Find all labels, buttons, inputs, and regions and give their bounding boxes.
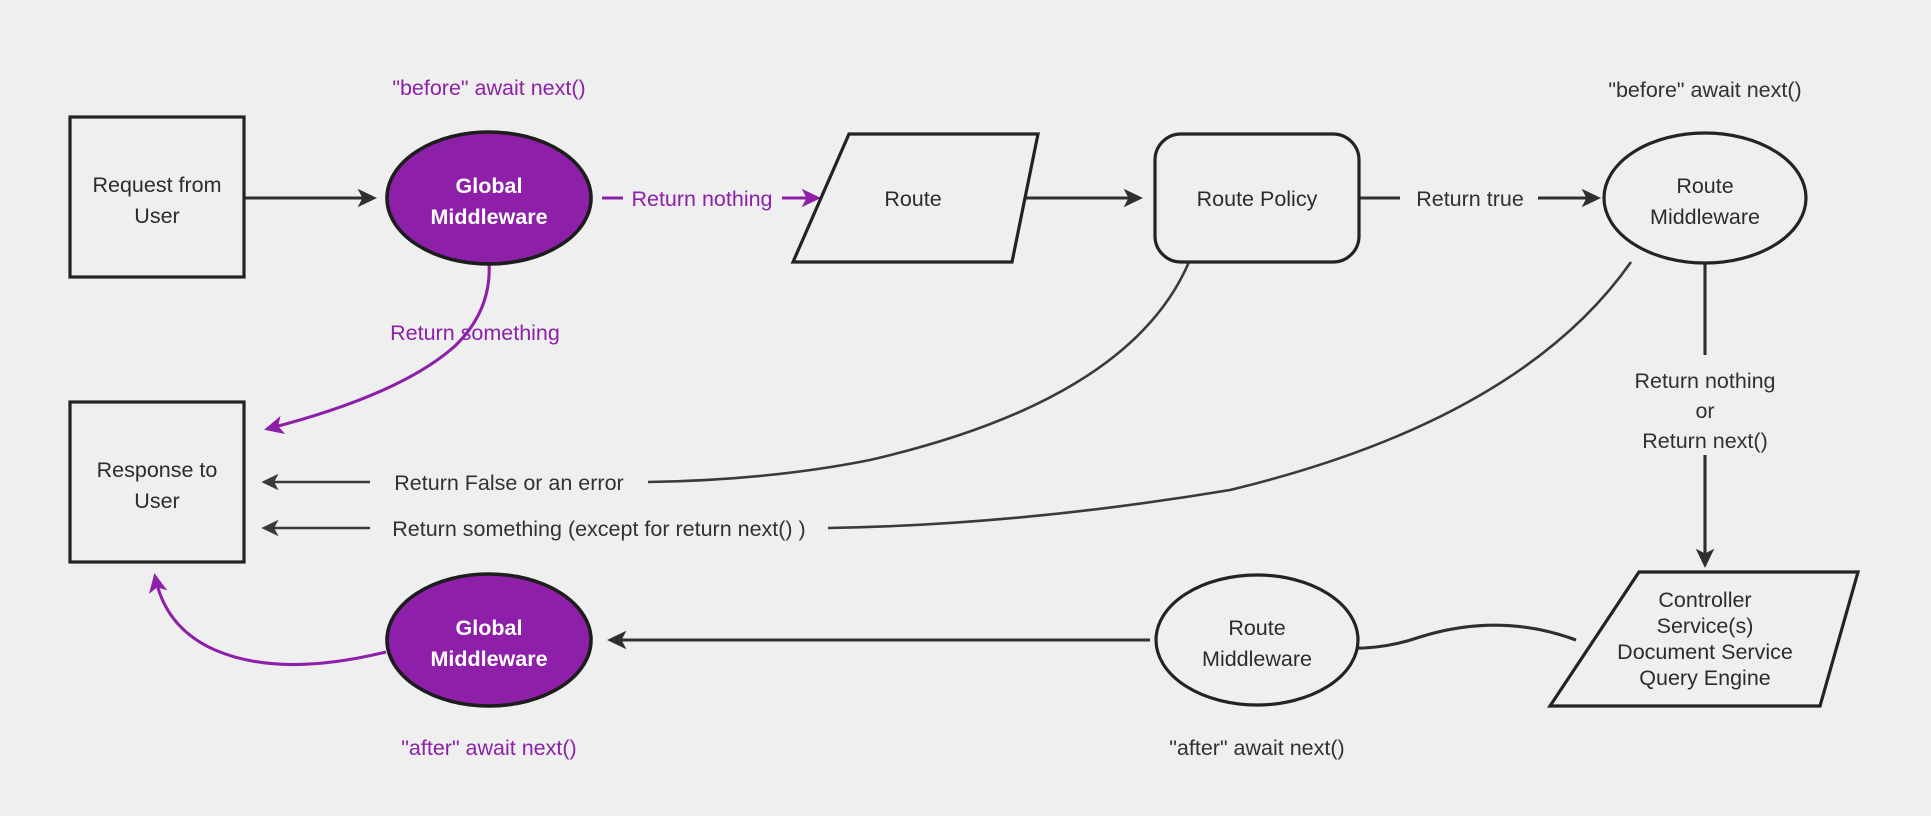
node-route-policy[interactable]: Route Policy [1153, 132, 1361, 264]
node-request-from-user-line2: User [134, 204, 179, 228]
node-global-middleware-before-line2: Middleware [430, 205, 547, 229]
node-response-to-user[interactable]: Response to User [68, 400, 246, 564]
node-response-to-user-line2: User [134, 489, 179, 513]
node-global-middleware-after-line1: Global [456, 616, 523, 640]
node-controller-line1: Controller [1658, 588, 1751, 612]
node-controller-services[interactable]: Controller Service(s) Document Service Q… [1547, 570, 1861, 708]
node-global-middleware-after[interactable]: Global Middleware [385, 572, 593, 708]
node-route-middleware-after[interactable]: Route Middleware [1154, 573, 1360, 707]
edge-label-return-nothing-or-next-line3: Return next() [1642, 429, 1767, 453]
annotation-before-await-next-route: "before" await next() [1608, 78, 1801, 102]
node-controller-line2: Service(s) [1657, 614, 1754, 638]
edge-global-to-response-return-something [264, 261, 491, 434]
node-route-label: Route [884, 187, 941, 211]
edge-label-return-something-except: Return something (except for return next… [392, 517, 805, 541]
edge-label-return-true: Return true [1416, 187, 1524, 211]
edge-route-middleware-to-response-something [827, 261, 1633, 530]
node-global-middleware-after-line2: Middleware [430, 647, 547, 671]
edge-label-return-something: Return something [390, 321, 560, 345]
edge-label-return-nothing-or-next-line1: Return nothing [1634, 369, 1775, 393]
edge-global-after-to-response [148, 573, 387, 667]
edge-label-return-false-or-error: Return False or an error [394, 471, 623, 495]
node-route-middleware-before-line2: Middleware [1650, 205, 1760, 229]
node-response-to-user-line1: Response to [97, 458, 218, 482]
node-controller-line4: Query Engine [1639, 666, 1770, 690]
node-route-middleware-before-line1: Route [1676, 174, 1733, 198]
annotation-after-await-next-route: "after" await next() [1169, 736, 1344, 760]
annotation-before-await-next-global: "before" await next() [392, 76, 585, 100]
node-route-middleware-after-line1: Route [1228, 616, 1285, 640]
node-request-from-user-line1: Request from [92, 173, 221, 197]
node-route[interactable]: Route [790, 132, 1040, 264]
node-route-middleware-before[interactable]: Route Middleware [1602, 131, 1808, 265]
node-global-middleware-before[interactable]: Global Middleware [385, 130, 593, 266]
annotation-after-await-next-global: "after" await next() [401, 736, 576, 760]
node-global-middleware-before-line1: Global [456, 174, 523, 198]
node-route-middleware-after-line2: Middleware [1202, 647, 1312, 671]
edge-label-return-nothing-or-next-line2: or [1695, 399, 1714, 423]
node-controller-line3: Document Service [1617, 640, 1793, 664]
edge-route-policy-to-response-false [647, 261, 1191, 484]
edge-label-return-nothing: Return nothing [631, 187, 772, 211]
node-route-policy-label: Route Policy [1197, 187, 1318, 211]
node-request-from-user[interactable]: Request from User [68, 115, 246, 279]
